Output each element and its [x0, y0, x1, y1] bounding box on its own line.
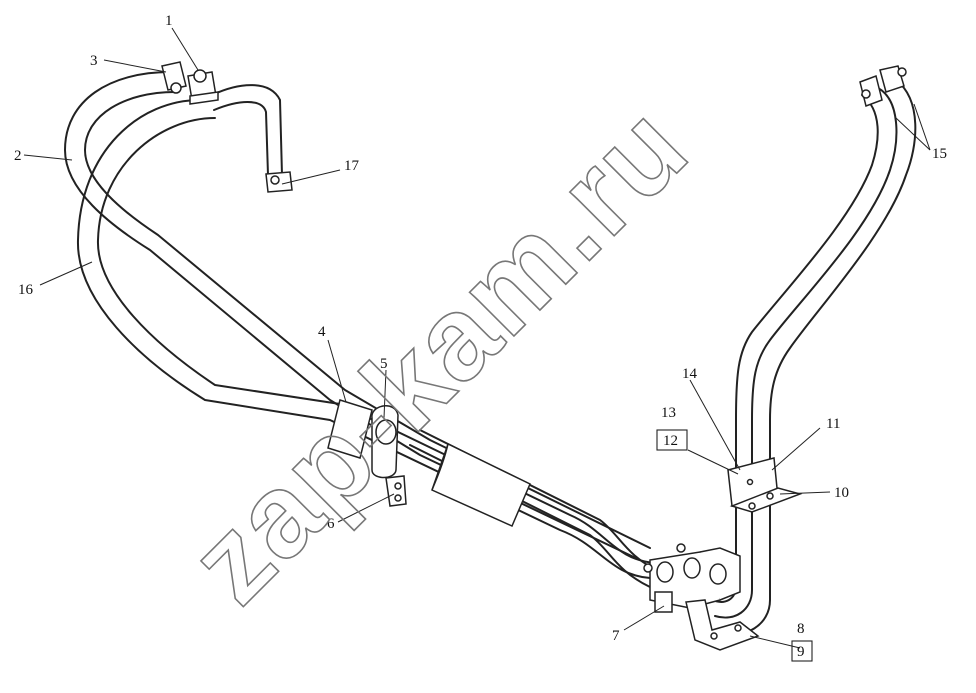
callout-2: 2 — [14, 148, 22, 164]
pipe-2 — [64, 71, 651, 561]
callout-14: 14 — [682, 366, 698, 382]
callout-9-box — [791, 640, 813, 662]
clamp-1 — [187, 69, 219, 105]
callout-4: 4 — [318, 324, 326, 340]
bracket-11 — [727, 457, 803, 513]
callout-3: 3 — [90, 53, 98, 69]
callout-8: 8 — [797, 621, 805, 637]
pipe-16 — [76, 99, 656, 579]
callout-6: 6 — [327, 516, 335, 532]
callout-17: 17 — [344, 158, 360, 174]
callout-labels: 1 2 3 4 5 6 7 8 9 10 11 12 13 14 15 16 1… — [14, 13, 947, 662]
leader-lines — [23, 27, 931, 649]
fastener-3 — [161, 61, 187, 94]
clamp-15-top — [859, 65, 907, 107]
protective-sleeve — [431, 442, 531, 527]
callout-13: 13 — [661, 405, 676, 421]
clamp-17 — [265, 171, 293, 193]
callout-12: 12 — [663, 433, 678, 449]
callout-16: 16 — [18, 282, 34, 298]
callout-15: 15 — [932, 146, 947, 162]
pipe-upper-right-branch — [211, 84, 283, 176]
pipe-15 — [711, 79, 917, 636]
sleeve-4 — [327, 399, 373, 459]
clamp-5 — [371, 405, 399, 479]
callout-9: 9 — [797, 644, 805, 660]
bracket-8 — [685, 599, 760, 651]
fitting-block-7 — [643, 543, 741, 613]
callout-5: 5 — [380, 356, 388, 372]
callout-7: 7 — [612, 628, 620, 644]
callout-11: 11 — [826, 416, 840, 432]
callout-12-box — [656, 429, 688, 451]
bracket-6 — [385, 475, 407, 507]
callout-1: 1 — [165, 13, 173, 29]
watermark-text: zap-kam.ru — [165, 80, 713, 628]
callout-10: 10 — [834, 485, 849, 501]
